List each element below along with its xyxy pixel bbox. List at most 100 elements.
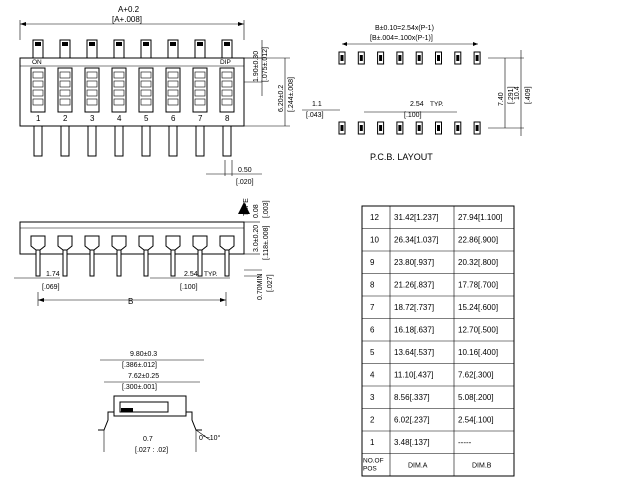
table-cell-pos: 8	[370, 281, 375, 290]
pcb-row-gap-label: 7.40	[498, 92, 505, 106]
side-lead	[35, 249, 41, 277]
switch-slot-segment	[194, 71, 206, 79]
switch-slot-segment	[140, 89, 152, 97]
side-lead-bump	[192, 235, 208, 251]
switch-top-pin-cap	[143, 42, 149, 46]
switch-slot-segment	[113, 80, 125, 88]
pcb-pad-top-hole	[456, 55, 460, 61]
pcb-pad-top-hole	[398, 55, 402, 61]
end-width-outer-label: 9.80±0.3	[130, 351, 157, 358]
switch-slot-segment	[167, 80, 179, 88]
side-dim-b-label: B	[128, 297, 133, 306]
switch-top-pin-cap	[224, 42, 230, 46]
switch-slot-segment	[167, 71, 179, 79]
table-cell-dim-a: 3.48[.137]	[394, 438, 430, 447]
switch-number: 1	[36, 114, 41, 123]
switch-top-pin-cap	[35, 42, 41, 46]
table-cell-pos: 1	[370, 438, 375, 447]
pcb-pad-bottom-hole	[475, 125, 479, 131]
switch-slot-segment	[32, 71, 44, 79]
switch-lead	[168, 125, 178, 157]
table-cell-dim-b: 2.54[.100]	[458, 416, 494, 425]
dim-lead-label: 0.50	[238, 167, 252, 174]
pcb-pad-width-inch-label: [.043]	[306, 112, 324, 119]
pcb-pad-top-hole	[340, 55, 344, 61]
pcb-pitch-typ: TYP.	[430, 101, 444, 108]
switch-number: 6	[171, 114, 176, 123]
switch-slot-segment	[221, 89, 233, 97]
switch-slot-segment	[167, 98, 179, 106]
side-lead-bump	[111, 235, 127, 251]
table-cell-pos: 3	[370, 393, 375, 402]
side-lead	[197, 249, 203, 277]
dim-a-inch-label: [A+.008]	[112, 15, 142, 24]
pcb-layout-title: P.C.B. LAYOUT	[370, 152, 433, 162]
switch-number: 3	[90, 114, 95, 123]
switch-slot-segment	[140, 80, 152, 88]
end-width-outer-inch-label: [.386±.012]	[122, 362, 157, 369]
table-cell-dim-b: 10.16[.400]	[458, 348, 498, 357]
switch-slot-segment	[140, 71, 152, 79]
switch-slot-segment	[59, 71, 71, 79]
side-lead	[170, 249, 176, 277]
table-cell-dim-b: 20.32[.800]	[458, 258, 498, 267]
switch-top-pin	[194, 39, 206, 59]
switch-lead	[33, 125, 43, 157]
dip-label: DIP	[220, 59, 231, 66]
table-cell-dim-b: 5.08[.200]	[458, 393, 494, 402]
pcb-pad-bottom-hole	[379, 125, 383, 131]
table-cell-pos: 10	[370, 236, 379, 245]
switch-top-pin	[113, 39, 125, 59]
table-cell-dim-a: 11.10[.437]	[394, 371, 433, 380]
table-cell-pos: 2	[370, 416, 375, 425]
dim-lead-inch-label: [.020]	[236, 179, 254, 186]
switch-slot-segment	[59, 98, 71, 106]
pcb-row-outer-label: 10.4	[514, 86, 521, 100]
switch-slot-segment	[113, 98, 125, 106]
pcb-pad-top-hole	[359, 55, 363, 61]
switch-top-pin	[59, 39, 71, 59]
switch-slot-segment	[167, 89, 179, 97]
table-cell-dim-a: 18.72[.737]	[394, 303, 434, 312]
table-cell-dim-b: 15.24[.600]	[458, 303, 498, 312]
switch-top-pin-cap	[170, 42, 176, 46]
table-cell-dim-a: 26.34[1.037]	[394, 236, 438, 245]
pcb-pad-bottom-hole	[359, 125, 363, 131]
switch-lead	[114, 125, 124, 157]
switch-number: 2	[63, 114, 68, 123]
side-lead	[62, 249, 68, 277]
table-cell-dim-b: 22.86[.900]	[458, 236, 498, 245]
pcb-row-gap-inch-label: [.291]	[508, 86, 515, 104]
side-view: TAPE 0.08 [.003] 3.0±0.20 [.118±.008] 0.…	[14, 198, 274, 306]
switch-lead	[87, 125, 97, 157]
end-width-inner-label: 7.62±0.25	[128, 373, 159, 380]
table-cell-pos: 5	[370, 348, 375, 357]
pcb-pad-width-label: 1.1	[312, 101, 322, 108]
pcb-dim-b-label: B±0.10=2.54x(P-1)	[375, 25, 434, 32]
tape-dim-label: 0.08	[253, 204, 260, 218]
side-height-label: 3.0±0.20	[253, 225, 260, 252]
dim-body-inch-label: [.244±.008]	[288, 77, 295, 112]
switch-top-pin	[86, 39, 98, 59]
table-cell-pos: 6	[370, 326, 375, 335]
switch-number: 7	[198, 114, 203, 123]
switch-number: 4	[117, 114, 122, 123]
pcb-pitch-inch-label: [.100]	[404, 112, 422, 119]
pcb-pad-bottom-hole	[398, 125, 402, 131]
switch-lead	[141, 125, 151, 157]
table-header-pos: NO.OF	[363, 458, 384, 465]
switch-slot-segment	[194, 80, 206, 88]
end-foot-inch-label: [.027 : .02]	[135, 447, 168, 454]
switch-slot-segment	[59, 89, 71, 97]
switch-number: 8	[225, 114, 230, 123]
switch-slot-segment	[113, 89, 125, 97]
pcb-pad-top-hole	[379, 55, 383, 61]
pcb-pad-top-hole	[437, 55, 440, 61]
pcb-layout: B±0.10=2.54x(P-1) [B±.004=.100x(P-1)] 2.…	[302, 25, 532, 162]
pcb-pad-bottom-hole	[456, 125, 460, 131]
table-header-pos: POS	[363, 466, 377, 473]
switch-slot-segment	[32, 89, 44, 97]
